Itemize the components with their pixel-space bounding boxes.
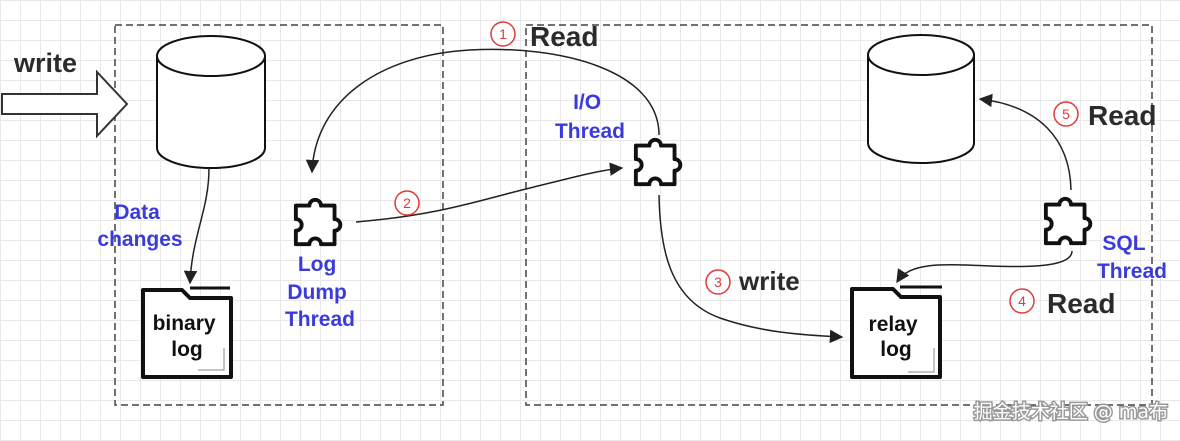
step-1-label: Read [530, 21, 598, 52]
data-changes-arrow [183, 167, 210, 285]
slave-box [525, 24, 1153, 406]
step-2-number: 2 [403, 195, 411, 211]
dump-thread-label: Log Dump Thread [285, 253, 355, 331]
master-database-icon [156, 35, 266, 169]
write-input-arrow [1, 69, 129, 139]
step-1-arrow [305, 48, 660, 174]
data-changes-label: Data changes [97, 201, 182, 251]
step-4-number: 4 [1018, 293, 1026, 309]
step-3-number: 3 [714, 274, 722, 290]
master-box [114, 24, 444, 406]
step-4-badge [1009, 288, 1035, 314]
step-1-badge [490, 21, 516, 47]
sql-thread-puzzle-icon [1046, 199, 1090, 243]
io-thread-label: I/O Thread [555, 91, 625, 143]
step-4-label: Read [1047, 288, 1115, 319]
dump-thread-puzzle-icon [296, 200, 340, 244]
step-3-arrow [658, 194, 844, 344]
watermark: 掘金技术社区 @ ma布 [974, 401, 1168, 423]
step-5-badge [1053, 101, 1079, 127]
io-thread-puzzle-icon [636, 140, 680, 184]
step-1-number: 1 [499, 26, 507, 42]
binary-log-icon [141, 286, 233, 379]
step-4-arrow [896, 250, 1073, 284]
step-3-badge [705, 269, 731, 295]
step-2-arrow [355, 162, 624, 223]
write-input-label: write [13, 48, 77, 78]
relay-log-icon [850, 285, 942, 379]
relay-log-label: relay log [869, 313, 924, 361]
step-5-number: 5 [1062, 106, 1070, 122]
binary-log-label: binary log [153, 312, 222, 361]
step-2-badge [394, 190, 420, 216]
step-5-label: Read [1088, 100, 1156, 131]
sql-thread-label: SQL Thread [1097, 232, 1167, 283]
step-5-arrow [978, 93, 1072, 191]
step-3-label: write [738, 266, 800, 296]
slave-database-icon [867, 34, 975, 164]
